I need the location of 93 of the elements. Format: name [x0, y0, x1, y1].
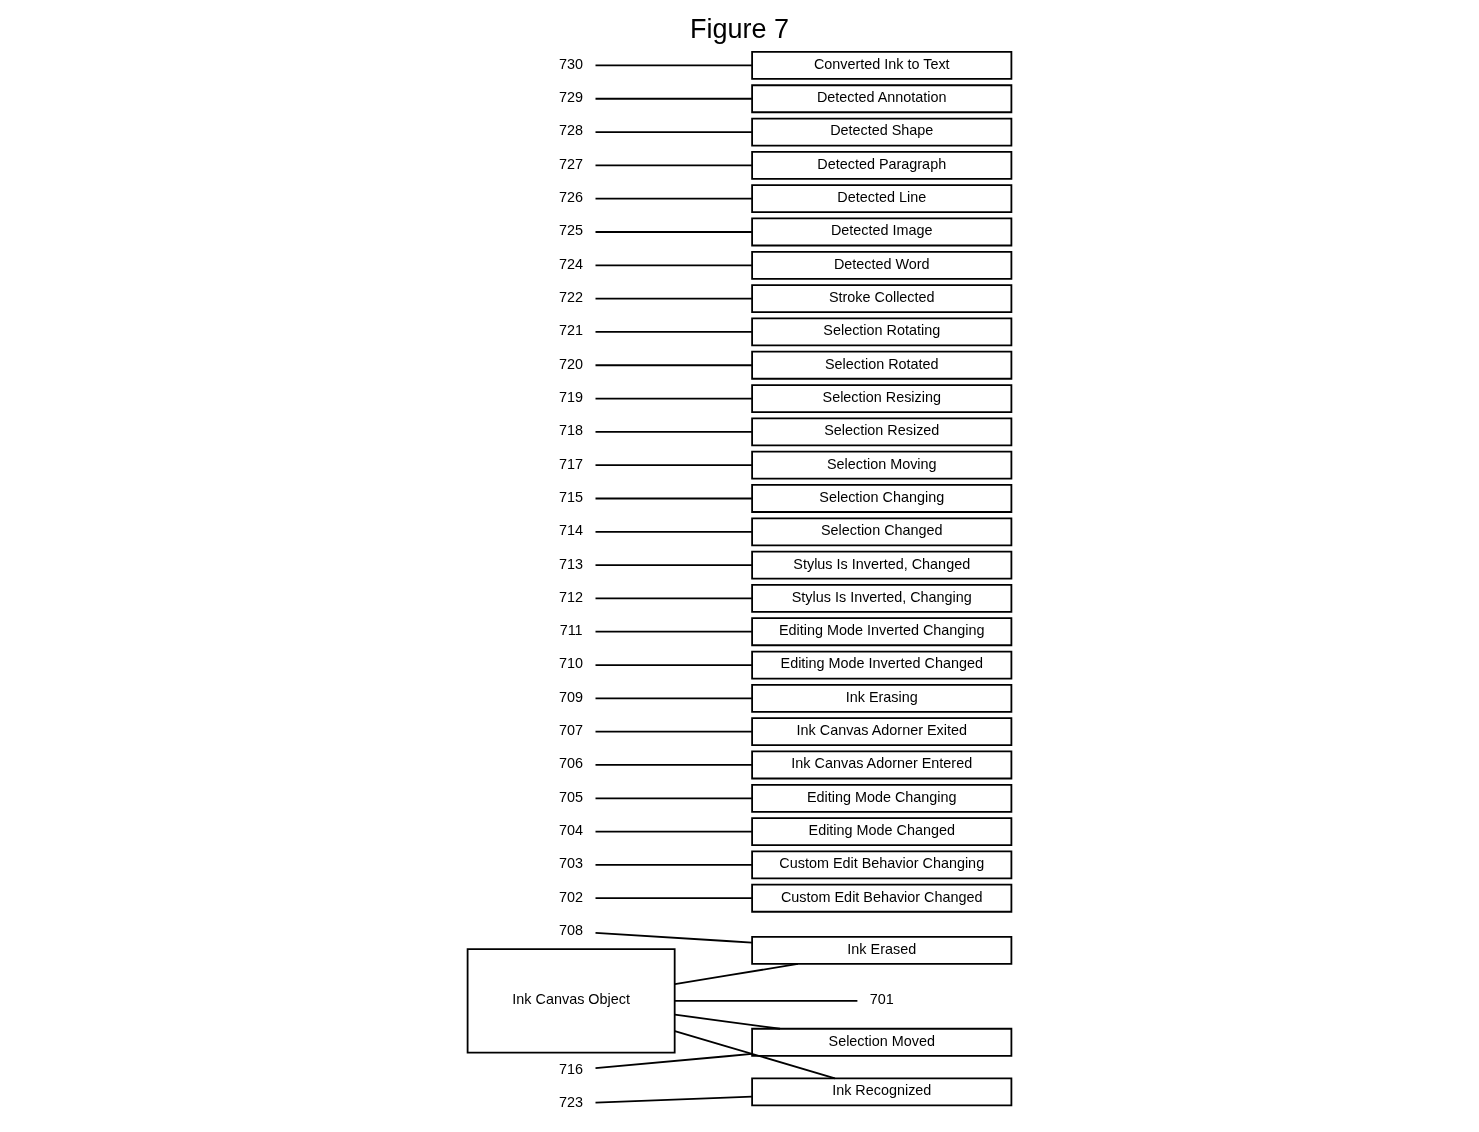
connector	[594, 264, 753, 267]
node-text: 717	[559, 455, 584, 472]
node-text: 701	[869, 991, 894, 1008]
connector	[594, 331, 753, 333]
node-text: 703	[559, 855, 584, 872]
node-box: Ink Erased	[751, 936, 1013, 965]
node-text: 726	[559, 189, 584, 206]
node-text: 715	[559, 488, 584, 505]
node-box: Editing Mode Inverted Changing	[751, 617, 1013, 647]
node-text: 718	[559, 422, 584, 439]
node-box: Selection Moved	[751, 1027, 1013, 1057]
node-box: Ink Canvas Adorner Exited	[751, 717, 1013, 747]
node-box: Detected Line	[751, 184, 1013, 214]
connector	[594, 131, 753, 133]
connector	[594, 730, 753, 733]
node-text: 704	[559, 822, 584, 839]
diagram-title: Figure 7	[689, 13, 790, 44]
node-box: Ink Erasing	[751, 683, 1013, 713]
node-box: Custom Edit Behavior Changed	[751, 883, 1013, 913]
connector	[594, 164, 753, 167]
node-box: Converted Ink to Text	[751, 51, 1013, 80]
node-text: 714	[559, 522, 584, 539]
connector	[594, 430, 753, 433]
node-box: Detected Word	[751, 250, 1013, 280]
connector	[673, 999, 859, 1002]
connector	[594, 231, 753, 233]
node-box: Detected Shape	[751, 117, 1013, 147]
node-box: Editing Mode Inverted Changed	[751, 650, 1013, 680]
node-box: Selection Changing	[751, 484, 1013, 513]
node-text: 710	[559, 655, 584, 672]
node-text: 720	[559, 355, 584, 372]
node-text: 716	[559, 1060, 584, 1077]
node-text: 706	[559, 755, 584, 772]
node-box: Custom Edit Behavior Changing	[751, 850, 1013, 880]
node-text: 713	[559, 555, 584, 572]
connector	[594, 897, 753, 900]
node-text: 719	[559, 388, 584, 405]
node-text: 729	[559, 89, 584, 106]
connector	[594, 864, 753, 866]
node-box: Ink Canvas Adorner Entered	[751, 750, 1013, 780]
node-box: Stylus Is Inverted, Changing	[751, 584, 1013, 613]
node-box: Ink Recognized	[751, 1077, 1013, 1107]
node-box: Selection Rotating	[751, 317, 1013, 347]
connector	[594, 764, 753, 766]
node-box: Detected Annotation	[751, 84, 1013, 114]
connector	[594, 564, 753, 566]
node-text: 723	[559, 1093, 584, 1110]
node-text: 705	[559, 788, 584, 805]
node-text: 730	[559, 55, 584, 72]
connector	[594, 830, 753, 833]
connector	[594, 197, 753, 200]
node-text: 721	[559, 322, 584, 339]
connector	[594, 297, 753, 300]
node-box: Selection Resized	[751, 417, 1013, 447]
connector	[594, 932, 753, 944]
node-text: 709	[559, 688, 584, 705]
node-box: Editing Mode Changing	[751, 783, 1013, 813]
node-box: Detected Paragraph	[751, 150, 1013, 180]
connector	[673, 1013, 781, 1030]
node-box: Selection Changed	[751, 517, 1013, 547]
node-box: Selection Rotated	[751, 350, 1013, 380]
connector	[594, 664, 753, 666]
connector	[594, 64, 753, 67]
connector	[594, 364, 753, 367]
node-box: Selection Resizing	[751, 384, 1013, 413]
connector	[594, 597, 753, 600]
connector	[594, 1053, 753, 1069]
node-box: Ink Canvas Object	[466, 948, 676, 1054]
connector	[673, 963, 799, 985]
node-box: Detected Image	[751, 217, 1013, 247]
node-text: 708	[559, 921, 584, 938]
node-text: 722	[559, 289, 584, 306]
connector	[594, 797, 753, 800]
connector	[594, 97, 753, 100]
connector	[594, 530, 753, 533]
node-text: 712	[559, 588, 584, 605]
node-text: 727	[559, 155, 584, 172]
node-text: 724	[559, 255, 584, 272]
node-box: Stroke Collected	[751, 284, 1013, 313]
node-box: Editing Mode Changed	[751, 817, 1013, 846]
connector	[594, 497, 753, 500]
connector	[594, 464, 753, 467]
node-text: 728	[559, 122, 584, 139]
node-text: 725	[559, 222, 584, 239]
node-box: Stylus Is Inverted, Changed	[751, 550, 1013, 580]
connector	[594, 1095, 753, 1104]
connector	[594, 697, 753, 700]
node-text: 707	[559, 722, 584, 739]
node-text: 702	[559, 888, 584, 905]
node-text: 711	[559, 622, 583, 639]
connector	[594, 630, 753, 633]
connector	[594, 397, 753, 400]
node-box: Selection Moving	[751, 450, 1013, 480]
